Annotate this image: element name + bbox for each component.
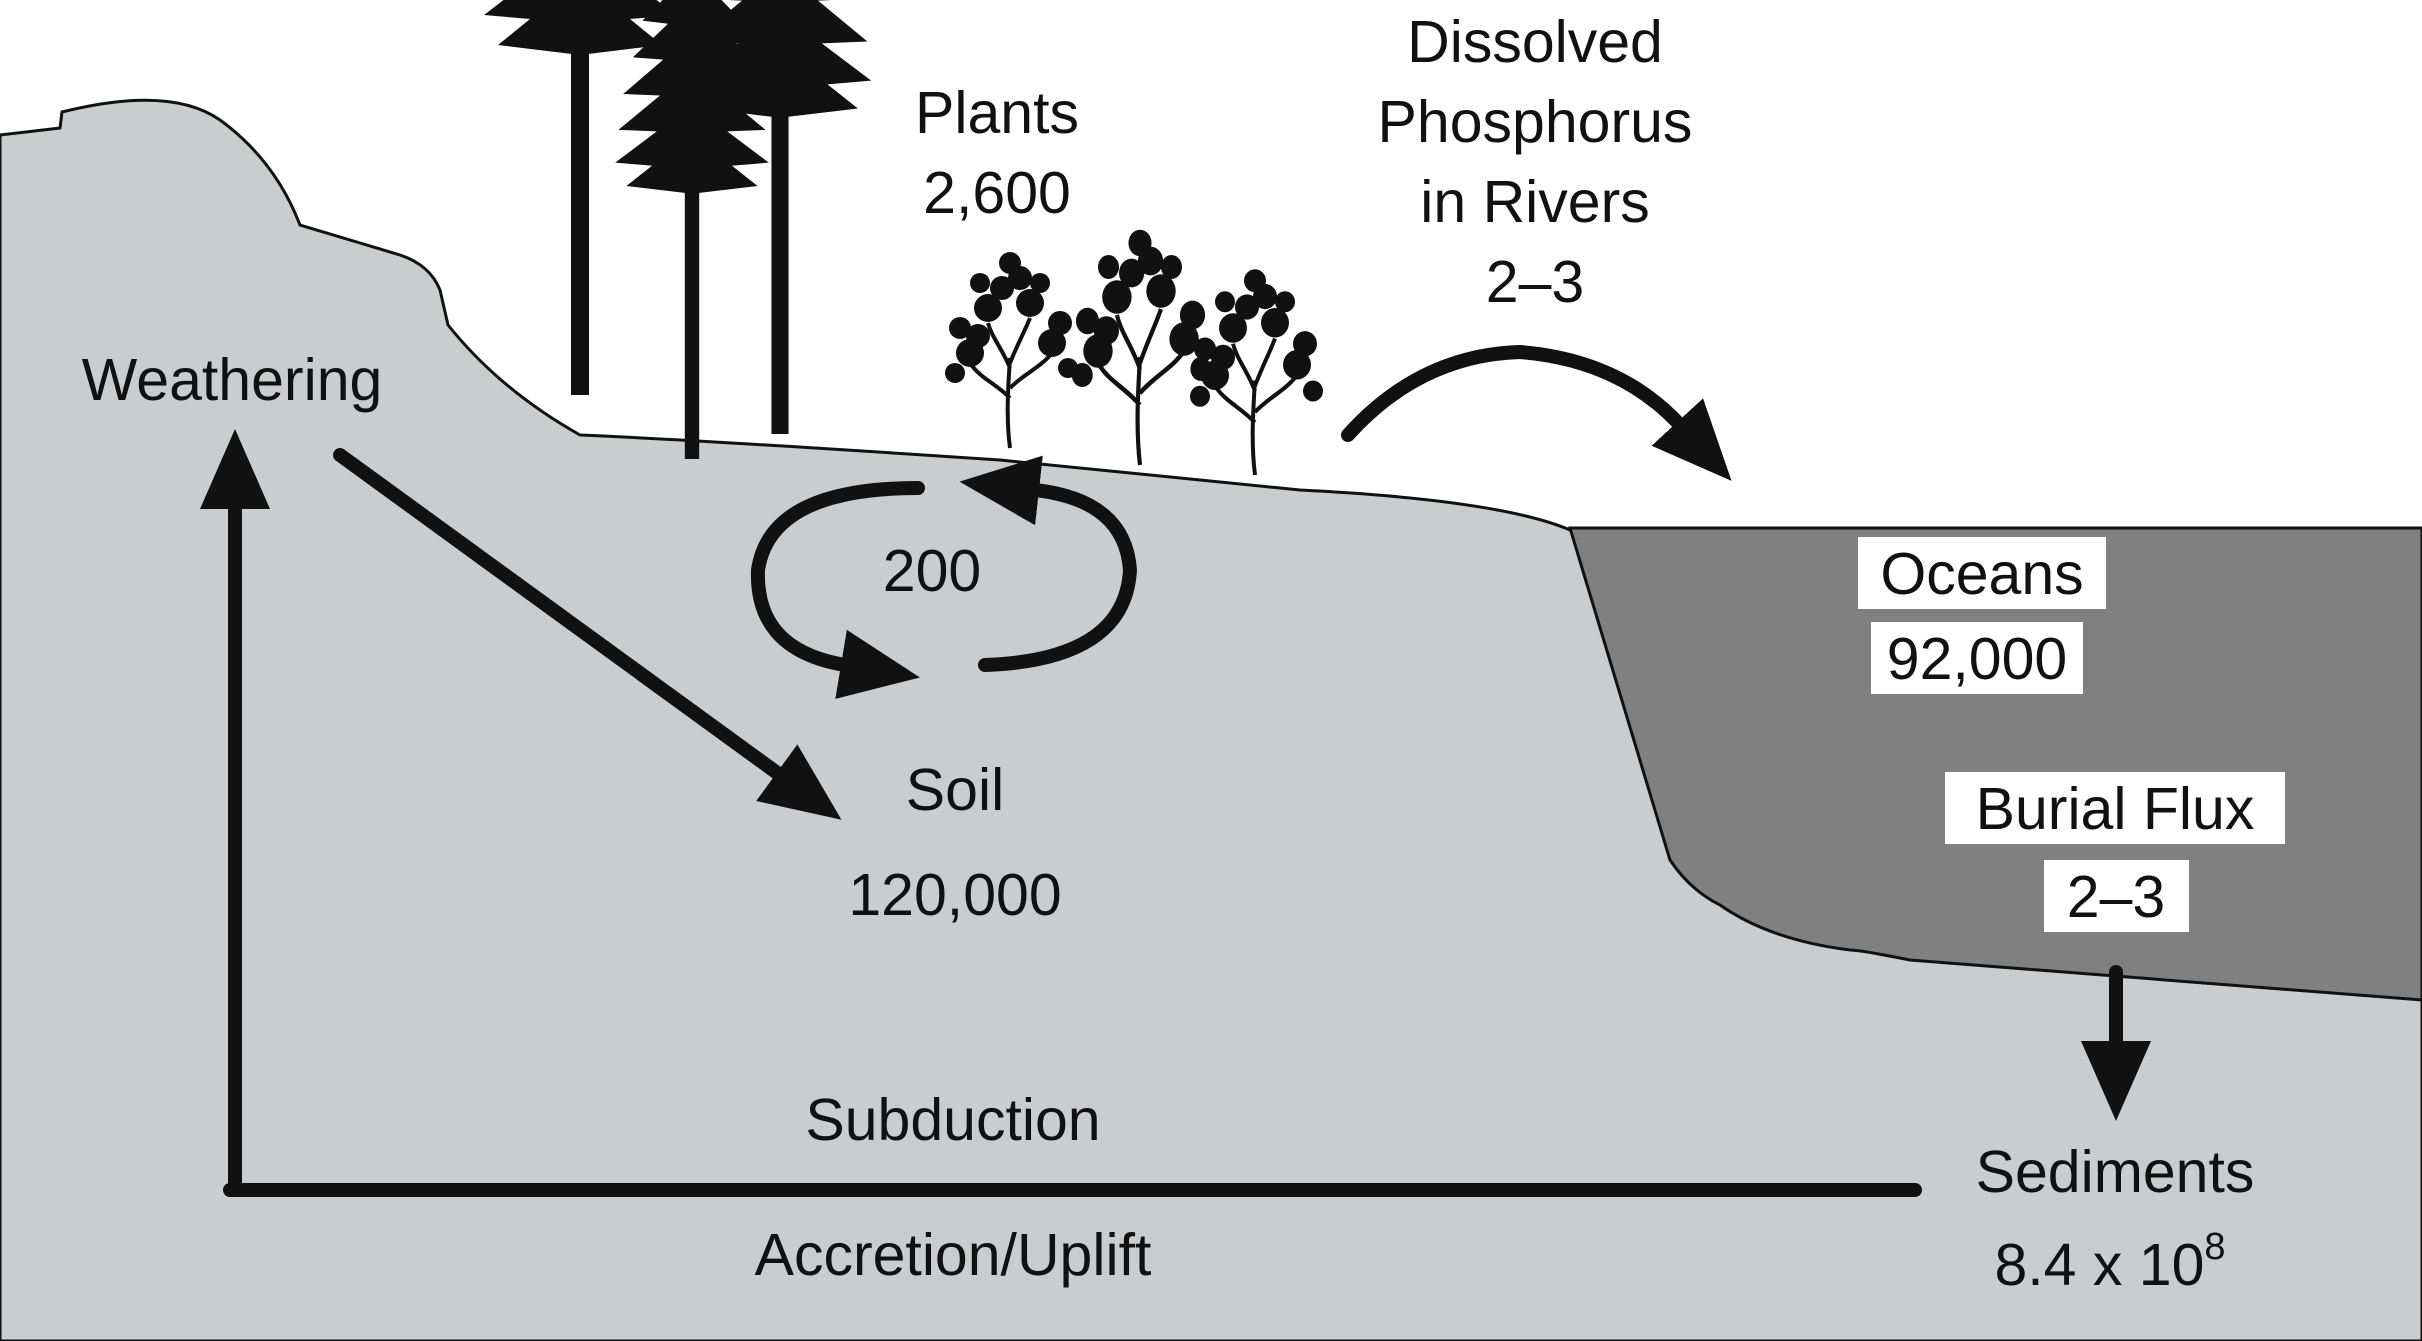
uplift-label: Accretion/Uplift — [755, 1222, 1152, 1288]
cycle-arrow-left — [750, 481, 925, 699]
cycle-arrow-right — [959, 455, 1138, 672]
ocean — [1567, 526, 2422, 1002]
oceans-value-box — [1871, 622, 2083, 694]
rivers-flux-value: 2–3 — [1486, 249, 1584, 315]
oceans-value: 92,000 — [1887, 626, 2067, 692]
shrub-icon — [1072, 230, 1212, 465]
sediments-value-exponent: 8 — [2204, 1226, 2225, 1268]
rivers-label-line3: in Rivers — [1420, 169, 1650, 235]
land-mass — [0, 98, 2422, 1341]
rivers-label-line2: Phosphorus — [1378, 89, 1693, 155]
oceans-label: Oceans — [1880, 541, 2083, 607]
subduction-label: Subduction — [805, 1087, 1100, 1153]
shrub-icon — [1190, 269, 1323, 475]
burial-value-box — [2044, 860, 2189, 932]
soil-value: 120,000 — [848, 862, 1061, 928]
sediments-value: 8.4 x 108 — [1994, 1226, 2225, 1298]
tree-icon — [688, 0, 872, 435]
plants-value: 2,600 — [923, 160, 1071, 226]
burial-flux-label: Burial Flux — [1976, 776, 2255, 842]
oceans-label-box — [1858, 537, 2106, 609]
sediments-label: Sediments — [1976, 1139, 2255, 1205]
tree-icon — [484, 0, 676, 395]
river-flow-arrow — [1341, 344, 1732, 481]
shrub-icon — [943, 250, 1080, 450]
cycle-flux-value: 200 — [883, 538, 981, 604]
burial-label-box — [1945, 772, 2285, 844]
plants-label: Plants — [915, 80, 1079, 146]
burial-flux-value: 2–3 — [2067, 864, 2165, 930]
weathering-label: Weathering — [82, 347, 383, 413]
soil-label: Soil — [906, 757, 1004, 823]
rivers-label-line1: Dissolved — [1407, 9, 1663, 75]
sediments-value-base: 8.4 x 10 — [1994, 1232, 2204, 1298]
weathering-to-soil-arrow — [333, 448, 842, 820]
